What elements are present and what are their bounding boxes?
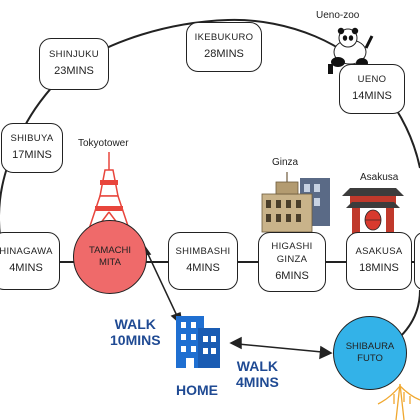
label-asakusa: Asakusa: [360, 172, 399, 183]
station-name: HINAGAWA: [0, 246, 53, 257]
station-asakusa[interactable]: ASAKUSA 18MINS: [346, 232, 412, 290]
station-name-line-2: FUTO: [357, 353, 383, 364]
station-name: SHIMBASHI: [175, 246, 231, 257]
walk-label-tamachi: WALK 10MINS: [110, 316, 161, 348]
station-name-line-1: TAMACHI: [88, 245, 132, 256]
station-shibaura-futo[interactable]: SHIBAURA FUTO: [333, 316, 407, 390]
travel-time: 4MINS: [9, 262, 43, 274]
station-name: ASAKUSA: [355, 246, 403, 257]
station-higashi-ginza[interactable]: HIGASHI GINZA 6MINS: [258, 232, 326, 292]
walk-arrow-shibaura: [229, 336, 333, 360]
label-tokyo-tower: Tokyotower: [78, 138, 129, 149]
station-shibuya[interactable]: SHIBUYA 17MINS: [1, 123, 63, 173]
walk-label-shibaura: WALK 4MINS: [236, 358, 279, 390]
travel-time: 14MINS: [352, 90, 392, 102]
station-shinjuku[interactable]: SHINJUKU 23MINS: [39, 38, 109, 90]
home-building-icon: [176, 316, 220, 368]
walk-label-line-2: 10MINS: [110, 332, 161, 348]
station-name: SHIBUYA: [10, 133, 54, 144]
station-shimbashi[interactable]: SHIMBASHI 4MINS: [168, 232, 238, 290]
station-partial-right: [414, 232, 420, 290]
asakusa-gate-icon: [342, 188, 404, 234]
walk-label-line-1: WALK: [114, 316, 156, 332]
label-ginza: Ginza: [272, 157, 299, 168]
travel-time: 23MINS: [54, 65, 94, 77]
station-name: SHINJUKU: [49, 49, 99, 60]
station-tamachi[interactable]: TAMACHI MITA: [73, 220, 147, 294]
station-name-line-1: SHIBAURA: [345, 341, 395, 352]
ginza-building-icon: [261, 172, 330, 233]
travel-time: 28MINS: [204, 48, 244, 60]
station-name-line-1: HIGASHI: [271, 240, 313, 252]
travel-time: 18MINS: [359, 262, 399, 274]
station-name: UENO: [357, 74, 387, 85]
bridge-icon: [377, 383, 420, 420]
travel-time: 4MINS: [186, 262, 220, 274]
station-shinagawa[interactable]: HINAGAWA 4MINS: [0, 232, 60, 290]
station-ikebukuro[interactable]: IKEBUKURO 28MINS: [186, 22, 262, 72]
walk-label-line-1: WALK: [236, 358, 278, 374]
station-name-line-2: GINZA: [276, 253, 308, 265]
walk-label-line-2: 4MINS: [236, 374, 279, 390]
travel-time: 6MINS: [275, 269, 309, 282]
station-ueno[interactable]: UENO 14MINS: [339, 64, 405, 114]
station-name-line-2: MITA: [99, 257, 121, 268]
label-ueno-zoo: Ueno-zoo: [316, 10, 360, 21]
travel-time: 17MINS: [12, 149, 52, 161]
station-name: IKEBUKURO: [194, 32, 254, 43]
home-label: HOME: [176, 382, 218, 398]
